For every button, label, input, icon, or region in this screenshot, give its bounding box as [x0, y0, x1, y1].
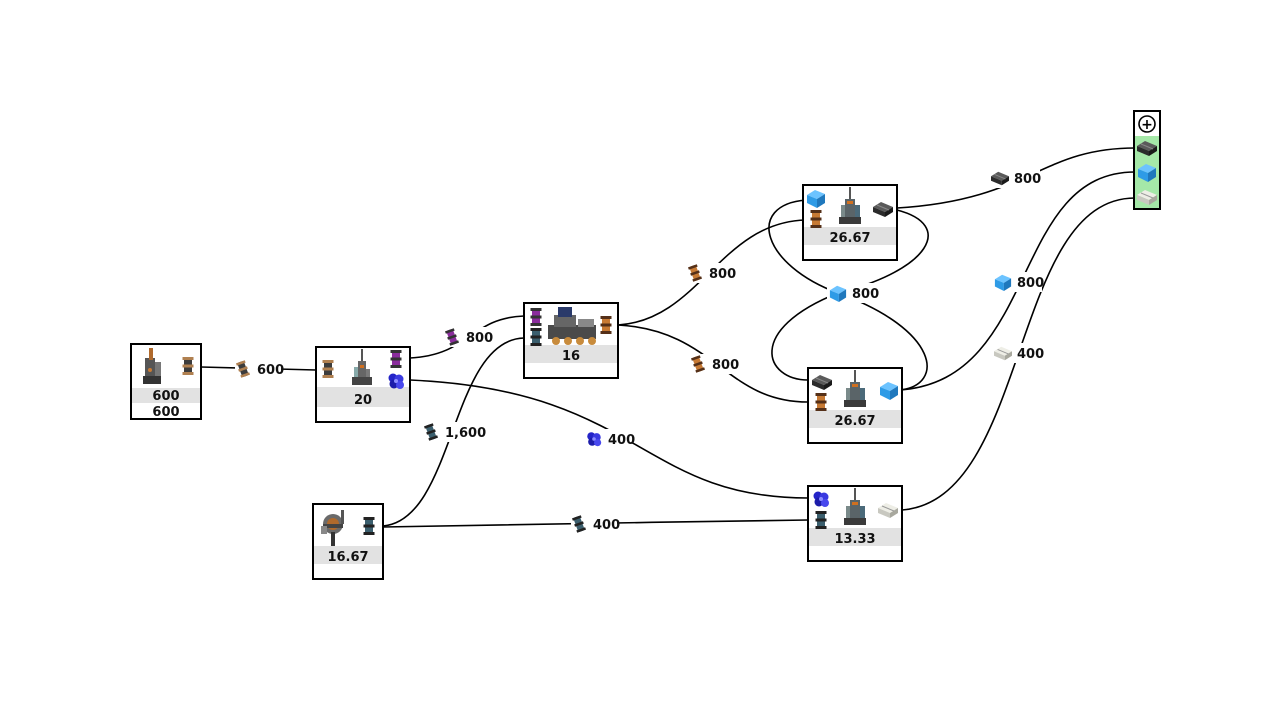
node-rate: 26.67: [834, 414, 875, 429]
node-band: [804, 227, 896, 245]
edge-rate: 800: [466, 331, 493, 346]
edge-label-bottom-sink: 400: [991, 343, 1044, 363]
add-symbol: +: [1141, 117, 1153, 133]
node-smelter-top[interactable]: 26.67: [802, 184, 898, 261]
node-rate: 600: [152, 389, 179, 404]
node-sub-rate: 600: [152, 405, 179, 420]
edge-rate: 400: [1017, 347, 1044, 362]
dark-ore-icon: [322, 360, 334, 378]
orange-ore-icon: [600, 316, 612, 334]
edge-loop-bottom-right: [837, 292, 928, 391]
node-rate: 16: [562, 349, 580, 364]
node-extractor[interactable]: 16.67: [312, 503, 384, 580]
edge-rate: 1,600: [445, 426, 486, 441]
node-rate: 20: [354, 393, 372, 408]
dark-ore-icon: [182, 357, 194, 375]
edge-loop-bottom-left: [771, 292, 839, 381]
edge-rate: 800: [1014, 172, 1041, 187]
node-rate: 26.67: [829, 231, 870, 246]
node-band: [525, 345, 617, 363]
edge-refinery-smelter-bottom: [409, 379, 809, 499]
edge-label-refinery-crusher: 800: [444, 327, 493, 347]
edge-label-crusher-smelter-top: 800: [687, 263, 736, 283]
edge-rate: 400: [593, 518, 620, 533]
node-rate: 13.33: [834, 532, 875, 547]
edge-label-crusher-smelter-mid: 800: [690, 354, 739, 374]
edge-rate: 800: [852, 287, 879, 302]
node-frame: [312, 503, 384, 580]
orange-ore-icon: [815, 393, 827, 411]
node-frame: [130, 343, 202, 420]
node-band: [809, 410, 901, 428]
add-icon: [1138, 115, 1156, 133]
edge-label-extractor-smelter-bottom: 400: [571, 514, 620, 534]
purple-ore-icon: [390, 350, 402, 368]
edge-label-top-sink: 800: [988, 168, 1041, 188]
node-rate: 16.67: [327, 550, 368, 565]
node-crusher[interactable]: 16: [523, 302, 619, 379]
edge-label-smelter-loop: 800: [827, 283, 879, 303]
edges: [200, 147, 1136, 528]
node-smelter-mid[interactable]: 26.67: [807, 367, 903, 444]
teal-ore-icon: [363, 517, 375, 535]
teal-ore-icon: [815, 511, 827, 529]
node-miner[interactable]: 600 600: [130, 343, 202, 420]
teal-ore-icon: [530, 328, 542, 346]
node-refinery[interactable]: 20: [315, 346, 411, 423]
edge-label-bg: [423, 422, 483, 442]
node-band: [314, 546, 382, 564]
blue-crystal-icon: [388, 373, 404, 389]
edge-labels: 600 800 1,600 400 400 800: [235, 168, 1044, 534]
orange-ore-icon: [810, 210, 822, 228]
add-output-button[interactable]: +: [1138, 115, 1156, 133]
edge-rate: 800: [1017, 276, 1044, 291]
edge-label-extractor-crusher: 1,600: [423, 422, 486, 442]
edge-rate: 800: [709, 267, 736, 282]
edge-rate: 400: [608, 433, 635, 448]
edge-label-mid-sink: 800: [992, 272, 1044, 292]
node-band: [317, 387, 409, 407]
blue-crystal-icon: [587, 432, 602, 447]
edge-rate: 600: [257, 363, 284, 378]
edge-rate: 800: [712, 358, 739, 373]
edge-loop-top-left: [768, 199, 839, 294]
edge-label-refinery-smelter-bottom: 400: [584, 429, 635, 449]
node-band: [132, 388, 200, 403]
blue-crystal-icon: [813, 491, 829, 507]
edge-label-miner-refinery: 600: [235, 359, 284, 379]
purple-ore-icon: [530, 308, 542, 326]
node-band: [809, 528, 901, 546]
output-sink[interactable]: +: [1133, 110, 1161, 210]
node-smelter-bottom[interactable]: 13.33: [807, 485, 903, 562]
